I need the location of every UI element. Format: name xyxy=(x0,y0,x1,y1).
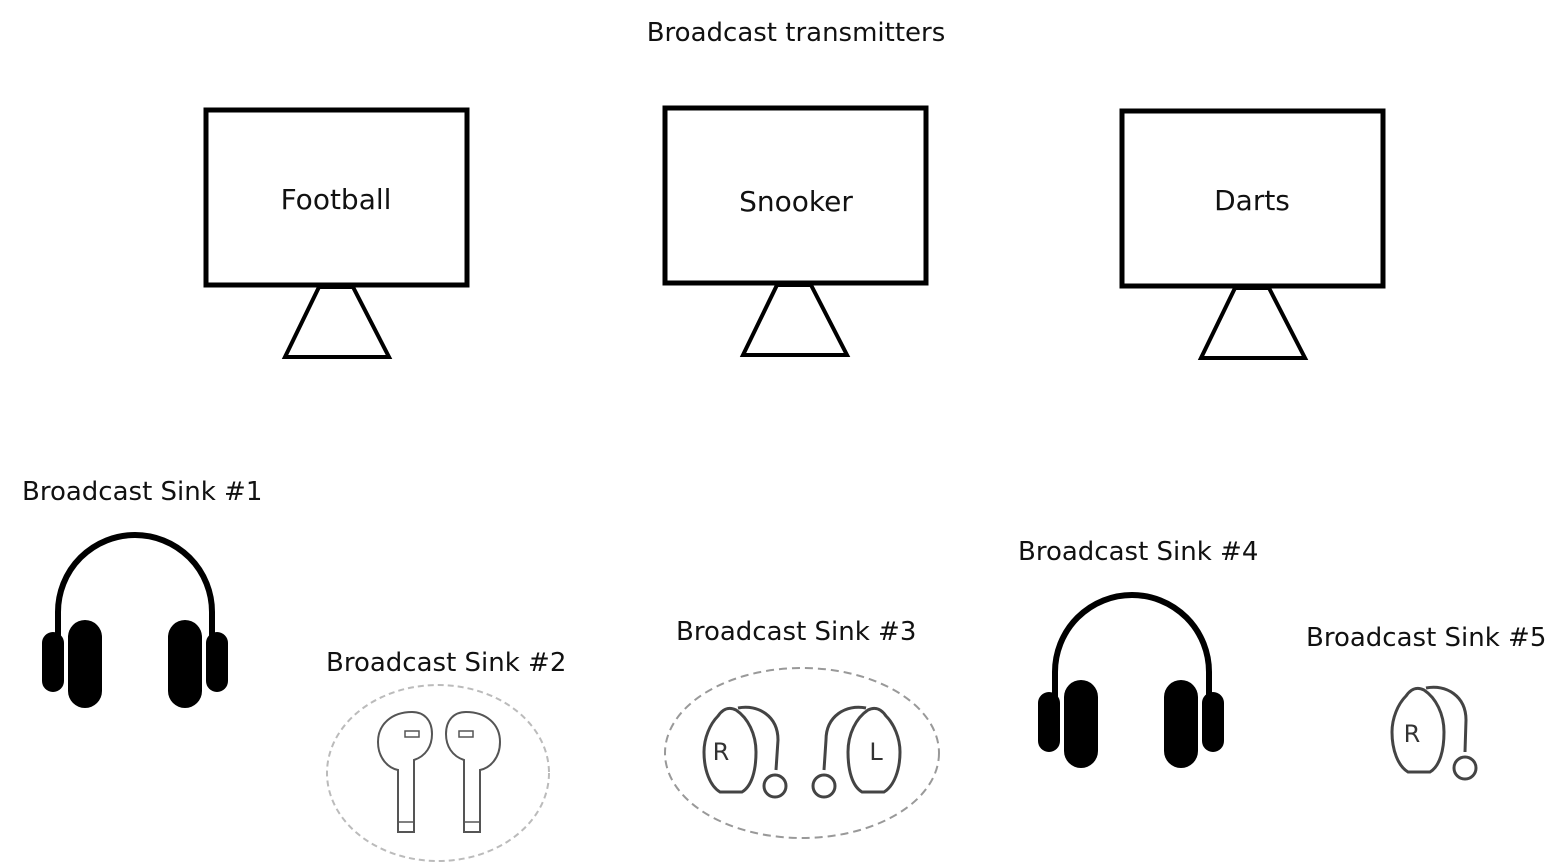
transmitter-label: Darts xyxy=(1214,184,1290,217)
monitor-stand xyxy=(739,283,851,357)
sink-label: Broadcast Sink #2 xyxy=(326,648,566,678)
broadcast-sink-5: Broadcast Sink #5 R xyxy=(1306,623,1546,781)
sink-label: Broadcast Sink #4 xyxy=(1018,537,1258,567)
transmitter-label: Snooker xyxy=(739,185,853,218)
broadcast-sink-3: Broadcast Sink #3 R L xyxy=(664,617,940,839)
hearing-aids-icon: R L xyxy=(664,667,940,839)
transmitter-label: Football xyxy=(281,183,392,216)
headphones-icon xyxy=(42,532,228,708)
broadcast-sink-1: Broadcast Sink #1 xyxy=(22,477,262,708)
diagram-title: Broadcast transmitters xyxy=(647,18,946,48)
transmitter-darts: Darts xyxy=(1119,108,1386,360)
earbuds-icon xyxy=(326,684,550,862)
broadcast-sink-2: Broadcast Sink #2 xyxy=(326,648,566,862)
monitor-stand xyxy=(281,285,393,359)
hearing-aid-icon: R xyxy=(1390,685,1478,781)
sink-label: Broadcast Sink #1 xyxy=(22,477,262,507)
broadcast-sink-4: Broadcast Sink #4 xyxy=(1018,537,1258,768)
transmitter-football: Football xyxy=(203,107,470,359)
sink-label: Broadcast Sink #5 xyxy=(1306,623,1546,653)
aid-letter-left: L xyxy=(869,738,883,766)
monitor-stand xyxy=(1197,286,1309,360)
aid-letter-right: R xyxy=(1404,720,1421,748)
headphones-icon xyxy=(1038,592,1224,768)
transmitter-snooker: Snooker xyxy=(662,105,929,357)
sink-label: Broadcast Sink #3 xyxy=(676,617,916,647)
aid-letter-right: R xyxy=(713,738,730,766)
